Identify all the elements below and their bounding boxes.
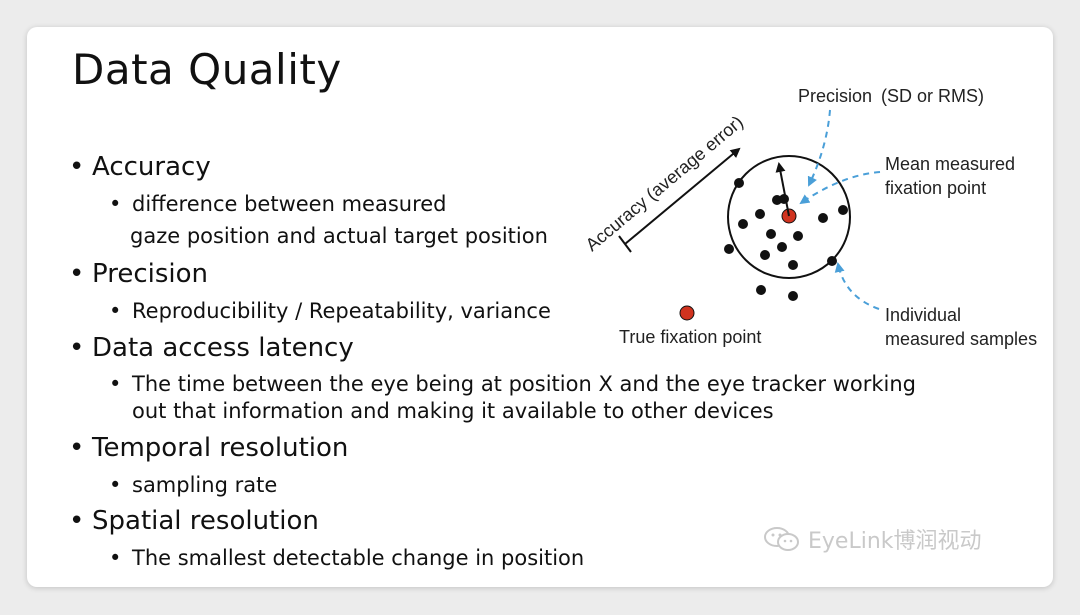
sub-bullet-text: The smallest detectable change in positi… [132,546,585,570]
individual-pointer [834,262,880,310]
sample-point [766,229,776,239]
accuracy-arrow-endbar [618,235,632,253]
slide-title: Data Quality [72,45,342,94]
accuracy-label: Accuracy (average error) [582,112,747,255]
precision-circle [727,155,851,279]
sample-point [818,213,828,223]
bullet-heading: Data access latency [92,333,354,363]
watermark: EyeLink博润视动 [762,523,982,555]
accuracy-precision-diagram: Accuracy (average error) [582,86,1037,349]
sample-point [793,231,803,241]
accuracy-arrow [624,147,741,245]
bullet-dot: • [109,372,122,396]
bullet-heading: Precision [92,259,209,289]
sub-bullet-text: out that information and making it avail… [132,399,774,423]
bullet-dot: • [109,473,122,497]
sample-point [779,194,789,204]
sample-point [777,242,787,252]
sample-point [755,209,765,219]
sample-point [738,219,748,229]
bullet-dot: • [69,259,85,289]
sample-point [724,244,734,254]
watermark-text: EyeLink博润视动 [808,529,982,554]
individual-label-line2: measured samples [885,329,1037,349]
sample-point [760,250,770,260]
sample-point [788,260,798,270]
true-fixation-label: True fixation point [619,327,761,347]
precision-pointer [807,109,831,187]
bullet-dot: • [109,546,122,570]
bullet-dot: • [69,433,85,463]
bullet-dot: • [109,299,122,323]
sample-point [734,178,744,188]
sub-bullet-text: Reproducibility / Repeatability, varianc… [132,299,551,323]
bullet-dot: • [69,506,85,536]
sub-bullet-text: The time between the eye being at positi… [132,372,916,396]
bullet-list: • Accuracy • difference between measured… [27,27,1053,587]
bullet-heading: Temporal resolution [92,433,349,463]
wechat-icon [764,527,799,551]
bullet-dot: • [109,192,122,216]
sub-bullet-text: gaze position and actual target position [130,224,548,248]
sample-point [756,285,766,295]
bullet-heading: Accuracy [92,152,211,182]
true-fixation-point [679,305,695,321]
sample-point [827,256,837,266]
precision-radius-arrow [775,162,790,217]
mean-label-line2: fixation point [885,178,986,198]
mean-label-line1: Mean measured [885,154,1015,174]
sub-bullet-text: difference between measured [132,192,447,216]
sample-point [788,291,798,301]
sample-points [724,178,848,301]
sample-point [838,205,848,215]
individual-label-line1: Individual [885,305,961,325]
slide: Data Quality • Accuracy • difference bet… [27,27,1053,587]
bullet-dot: • [69,152,85,182]
sub-bullet-text: sampling rate [132,473,278,497]
precision-label: Precision (SD or RMS) [798,86,984,106]
bullet-heading: Spatial resolution [92,506,319,536]
bullet-dot: • [69,333,85,363]
